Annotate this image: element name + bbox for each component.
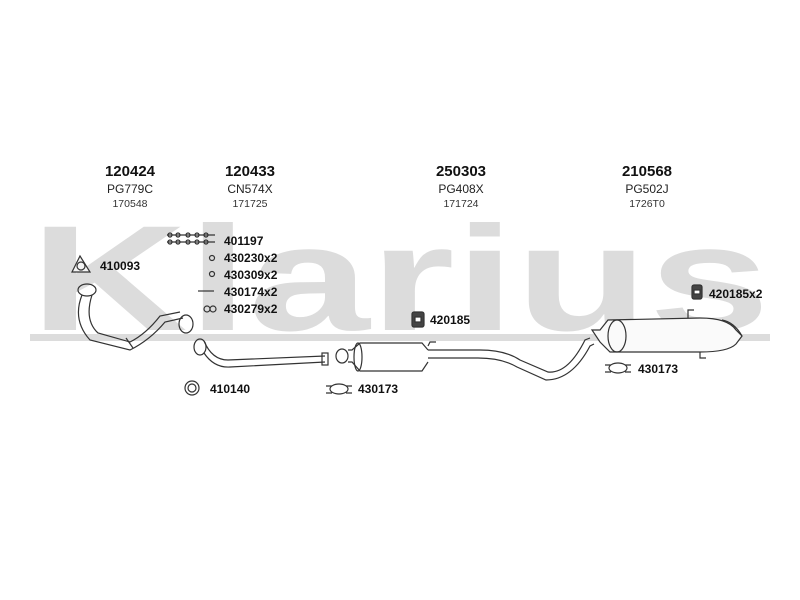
part-header-1: 120424 PG779C 170548 <box>75 163 185 211</box>
label-nut: 430279x2 <box>224 302 278 316</box>
label-mount-rear: 420185x2 <box>709 287 763 301</box>
label-bolt: 401197 <box>224 234 264 248</box>
part-number: 250303 <box>435 163 487 180</box>
ring-icon <box>184 380 200 396</box>
part-ref: 170548 <box>112 198 148 210</box>
part-ref: 1726T0 <box>629 198 665 210</box>
label-mount-mid: 420185 <box>430 313 471 327</box>
part-code: PG408X <box>438 182 484 196</box>
label-spring-b: 430309x2 <box>224 268 278 282</box>
part-number: 120424 <box>104 163 156 180</box>
front-pipe-icon <box>77 283 194 351</box>
part-ref: 171724 <box>443 198 479 210</box>
label-clamp-rear: 430173 <box>638 362 679 376</box>
label-gasket-front: 410093 <box>100 259 141 273</box>
label-bolt-long: 430174x2 <box>224 285 278 299</box>
label-ring: 410140 <box>210 382 251 396</box>
rear-silencer-icon <box>590 309 743 359</box>
clamp-icon <box>605 362 631 374</box>
part-number: 120433 <box>224 163 276 180</box>
part-code: PG779C <box>106 182 154 196</box>
part-number: 210568 <box>621 163 673 180</box>
part-ref: 171725 <box>232 198 268 210</box>
brand-watermark-logo: Klarius <box>30 222 770 342</box>
gasket-icon <box>71 254 92 273</box>
part-code: PG502J <box>625 182 669 196</box>
part-code: CN574X <box>227 182 273 196</box>
part-header-4: 210568 PG502J 1726T0 <box>592 163 702 211</box>
label-spring-a: 430230x2 <box>224 251 278 265</box>
part-header-2: 120433 CN574X 171725 <box>195 163 305 211</box>
mount-icon <box>691 284 703 300</box>
mount-icon <box>411 311 425 328</box>
bolt-icon <box>167 232 215 245</box>
spring-icon <box>208 254 216 262</box>
label-clamp-mid: 430173 <box>358 382 399 396</box>
part-header-3: 250303 PG408X 171724 <box>406 163 516 211</box>
spring-icon <box>208 270 216 278</box>
nut-icon <box>203 305 217 313</box>
intermediate-pipe-icon <box>193 338 329 368</box>
center-silencer-icon <box>335 337 595 381</box>
clamp-icon <box>326 383 352 395</box>
